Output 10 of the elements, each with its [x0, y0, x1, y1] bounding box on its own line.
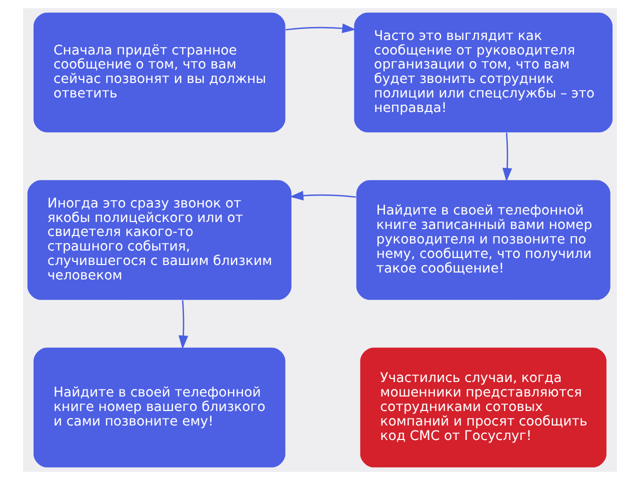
node-box: Найдите в своей телефонной книге записанный вами номер руководителя и позвоните по нему, сообщите, что получили такое сообщение! [356, 180, 610, 300]
arrow [286, 24, 356, 34]
node-box: Участились случаи, когда мошенники представляются сотрудниками сотовых компаний и просят сообщить код СМС от Госуслуг! [360, 348, 606, 468]
node-box: Иногда это сразу звонок от якобы полицейского или от свидетеля какого-то страшного события, случившегося с вашим близким человеком [27, 180, 292, 300]
node-box: Часто это выглядит как сообщение от руководителя организации о том, что вам будет звонить сотрудник полиции или спецслужбы – это неправда! [354, 12, 613, 132]
arrow [178, 300, 188, 350]
node-box: Найдите в своей телефонной книге номер вашего близкого и сами позвоните ему! [34, 348, 286, 468]
node-box: Сначала придёт странное сообщение о том, что вам сейчас позвонят и вы должны ответить [34, 12, 286, 132]
arrow [290, 190, 356, 200]
arrow [502, 132, 512, 182]
